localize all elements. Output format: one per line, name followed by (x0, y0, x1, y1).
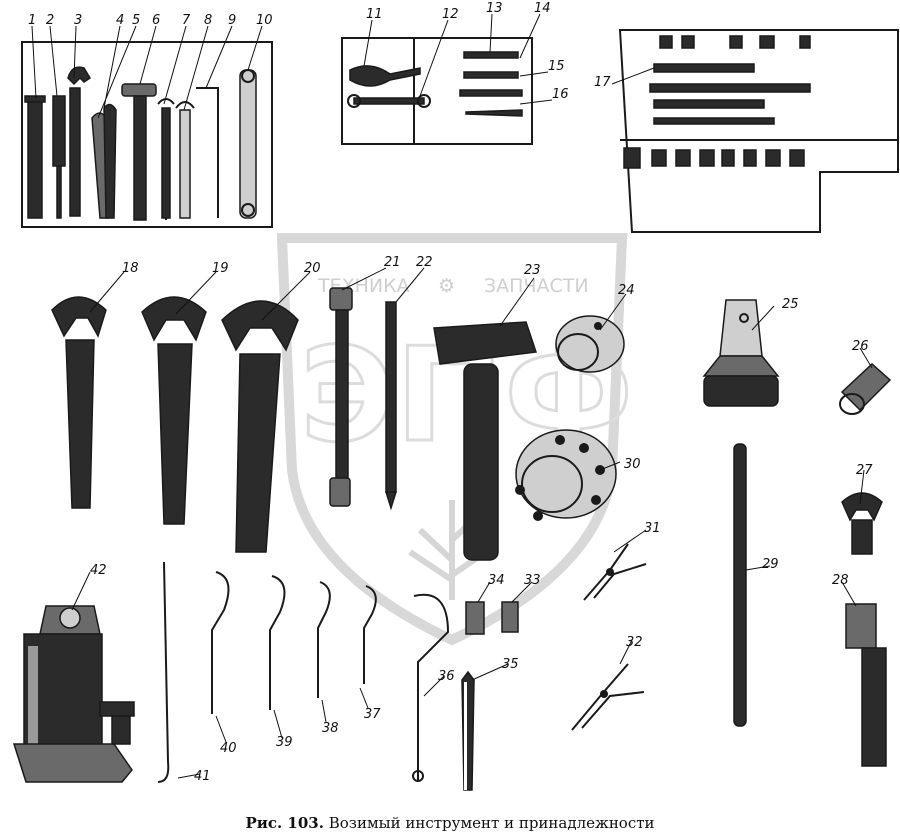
callout-16: 16 (552, 87, 569, 102)
grease-gun-25 (702, 299, 780, 407)
callout-11: 11 (366, 7, 383, 22)
callout-32: 32 (626, 635, 643, 650)
callout-25: 25 (782, 297, 799, 312)
callout-7: 7 (182, 13, 191, 28)
panel-tools-1-10 (21, 41, 273, 228)
bush-26 (839, 362, 892, 415)
callout-20: 20 (304, 261, 321, 276)
hook-spanner-36 (412, 593, 450, 782)
box-spanner-21 (329, 287, 353, 507)
callout-18: 18 (122, 261, 139, 276)
wrench-19 (141, 296, 207, 525)
callout-13: 13 (486, 1, 503, 16)
hook-spanners-37-40 (211, 571, 377, 714)
tool-35 (461, 670, 475, 791)
rod-29 (733, 443, 747, 727)
callout-31: 31 (644, 521, 661, 536)
callout-4: 4 (116, 13, 124, 28)
jack-42 (12, 605, 135, 783)
tool-illustration: ТЕХНИКА ⚙ ЗАПЧАСТИ ЭПФ (12, 1, 899, 791)
panel-tools-11-16 (341, 37, 533, 145)
lever-41 (157, 561, 170, 783)
tool-28 (845, 603, 887, 767)
callout-14: 14 (534, 1, 551, 16)
callout-27: 27 (856, 463, 873, 478)
callout-33: 33 (524, 573, 541, 588)
callout-24: 24 (618, 283, 635, 298)
caption-text: Возимый инструмент и принадлежности (328, 814, 655, 832)
callout-38: 38 (322, 721, 339, 736)
callout-2: 2 (46, 13, 54, 28)
callout-23: 23 (524, 263, 541, 278)
callout-41: 41 (194, 769, 211, 784)
callout-9: 9 (228, 13, 236, 28)
ring-30 (515, 429, 617, 521)
callout-17: 17 (594, 75, 611, 90)
callout-21: 21 (384, 255, 401, 270)
wrench-20 (221, 300, 299, 553)
callout-12: 12 (442, 7, 459, 22)
pliers-31 (583, 543, 647, 601)
callout-8: 8 (204, 13, 212, 28)
socket-34 (465, 601, 485, 635)
caption-label: Рис. 103. (245, 814, 324, 832)
callout-10: 10 (256, 13, 273, 28)
wrench-18 (51, 296, 107, 509)
wrench-27 (841, 492, 883, 555)
callout-28: 28 (832, 573, 849, 588)
panel-tool-17 (618, 29, 899, 233)
hammer-23 (433, 321, 538, 561)
figure-caption: Рис. 103. Возимый инструмент и принадлеж… (0, 814, 900, 832)
callout-26: 26 (852, 339, 869, 354)
screwdriver-22 (384, 301, 398, 511)
callout-36: 36 (438, 669, 455, 684)
callout-37: 37 (364, 707, 381, 722)
callout-34: 34 (488, 573, 505, 588)
callout-19: 19 (212, 261, 229, 276)
socket-33 (501, 601, 519, 633)
leader-lines (31, 13, 873, 779)
ring-24 (555, 315, 625, 373)
callout-5: 5 (132, 13, 140, 28)
callout-numbers: 1 2 3 4 5 6 7 8 9 10 11 12 13 14 15 16 1… (28, 1, 873, 784)
watermark-right-text: ЗАПЧАСТИ (484, 275, 589, 297)
callout-42: 42 (90, 563, 107, 578)
callout-39: 39 (276, 735, 293, 750)
watermark-gear-icon: ⚙ (438, 275, 455, 297)
callout-29: 29 (762, 557, 779, 572)
callout-15: 15 (548, 59, 565, 74)
callout-40: 40 (220, 741, 237, 756)
callout-3: 3 (74, 13, 82, 28)
callout-30: 30 (624, 457, 641, 472)
callout-1: 1 (28, 13, 36, 28)
callout-35: 35 (502, 657, 519, 672)
callout-6: 6 (152, 13, 160, 28)
callout-22: 22 (416, 255, 433, 270)
pliers-32 (571, 663, 645, 731)
